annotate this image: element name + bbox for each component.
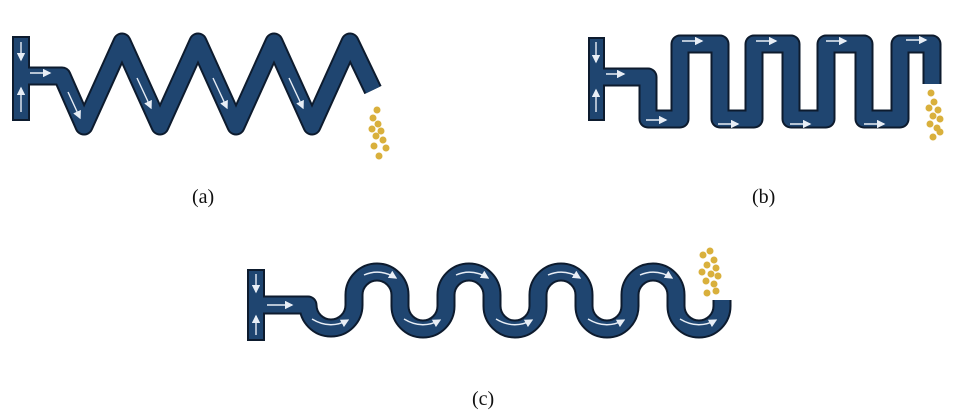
curved-channel-c: [247, 262, 732, 341]
zigzag-channel-a: [12, 32, 382, 136]
caption-c: (c): [472, 388, 495, 410]
particles-c: [698, 247, 722, 297]
particles-a: [368, 106, 390, 160]
caption-b: (b): [752, 186, 776, 208]
particles-b: [925, 89, 944, 141]
serpentine-channel-b: [588, 34, 942, 129]
caption-a: (a): [192, 186, 215, 208]
